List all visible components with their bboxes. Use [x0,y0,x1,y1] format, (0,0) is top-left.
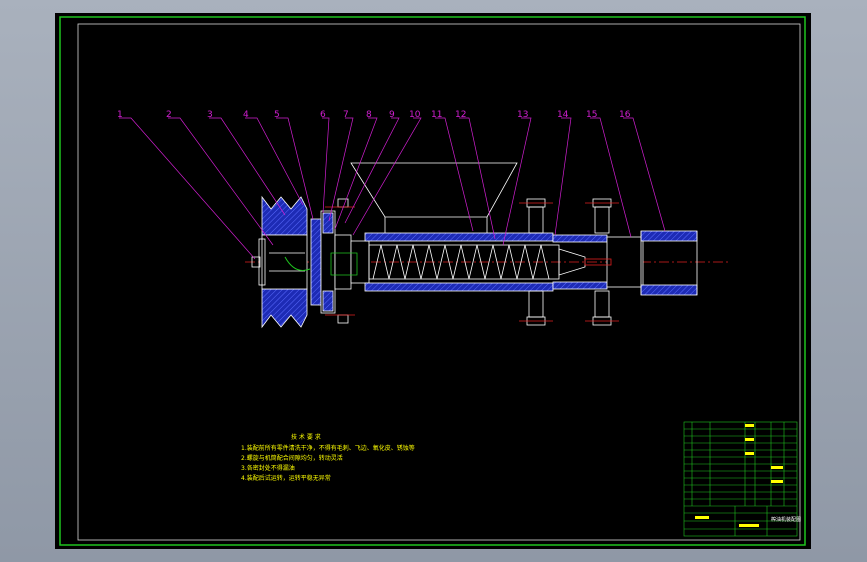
note-line: 2.螺旋与机筒配合间隙均匀，转动灵活 [241,454,343,462]
leader-lines [119,117,666,260]
part-label: 14 [557,110,569,120]
cad-drawing: 1 2 3 4 5 6 7 8 9 10 11 12 13 14 15 16 技… [59,16,806,546]
title-block [683,421,798,537]
bearing-housing [310,198,370,324]
notes-heading: 技 术 要 求 [291,433,321,441]
drawing-title: 榨油机装配图 [771,516,801,523]
part-labels: 1 2 3 4 5 6 7 8 9 10 11 12 13 14 15 16 [117,110,631,120]
technical-notes: 技 术 要 求 1.装配前所有零件清洗干净，不得有毛刺、飞边、氧化皮、锈蚀等 2… [241,433,415,482]
inner-border [77,23,801,541]
outer-border [59,16,806,546]
note-line: 1.装配前所有零件清洗干净，不得有毛刺、飞边、氧化皮、锈蚀等 [241,444,415,452]
part-label: 5 [274,110,280,120]
part-label: 7 [343,110,349,120]
barrel [364,230,698,296]
hopper [350,162,518,241]
part-label: 12 [455,110,466,120]
part-label: 8 [366,110,372,120]
part-label: 4 [243,110,249,120]
part-label: 15 [586,110,597,120]
part-label: 2 [166,110,172,120]
part-label: 9 [389,110,395,120]
part-label: 13 [517,110,528,120]
part-label: 10 [409,110,421,120]
barrel-flanges [519,198,619,326]
pulley [251,195,311,329]
screw-shaft [368,244,612,280]
part-label: 6 [320,110,326,120]
drawing-viewport[interactable]: 1 2 3 4 5 6 7 8 9 10 11 12 13 14 15 16 技… [55,13,811,549]
note-line: 4.装配后试运转，运转平稳无异常 [241,474,331,482]
part-label: 1 [117,110,123,120]
part-label: 16 [619,110,631,120]
part-label: 11 [431,110,442,120]
part-label: 3 [207,110,213,120]
note-line: 3.各密封处不得漏油 [241,464,295,472]
